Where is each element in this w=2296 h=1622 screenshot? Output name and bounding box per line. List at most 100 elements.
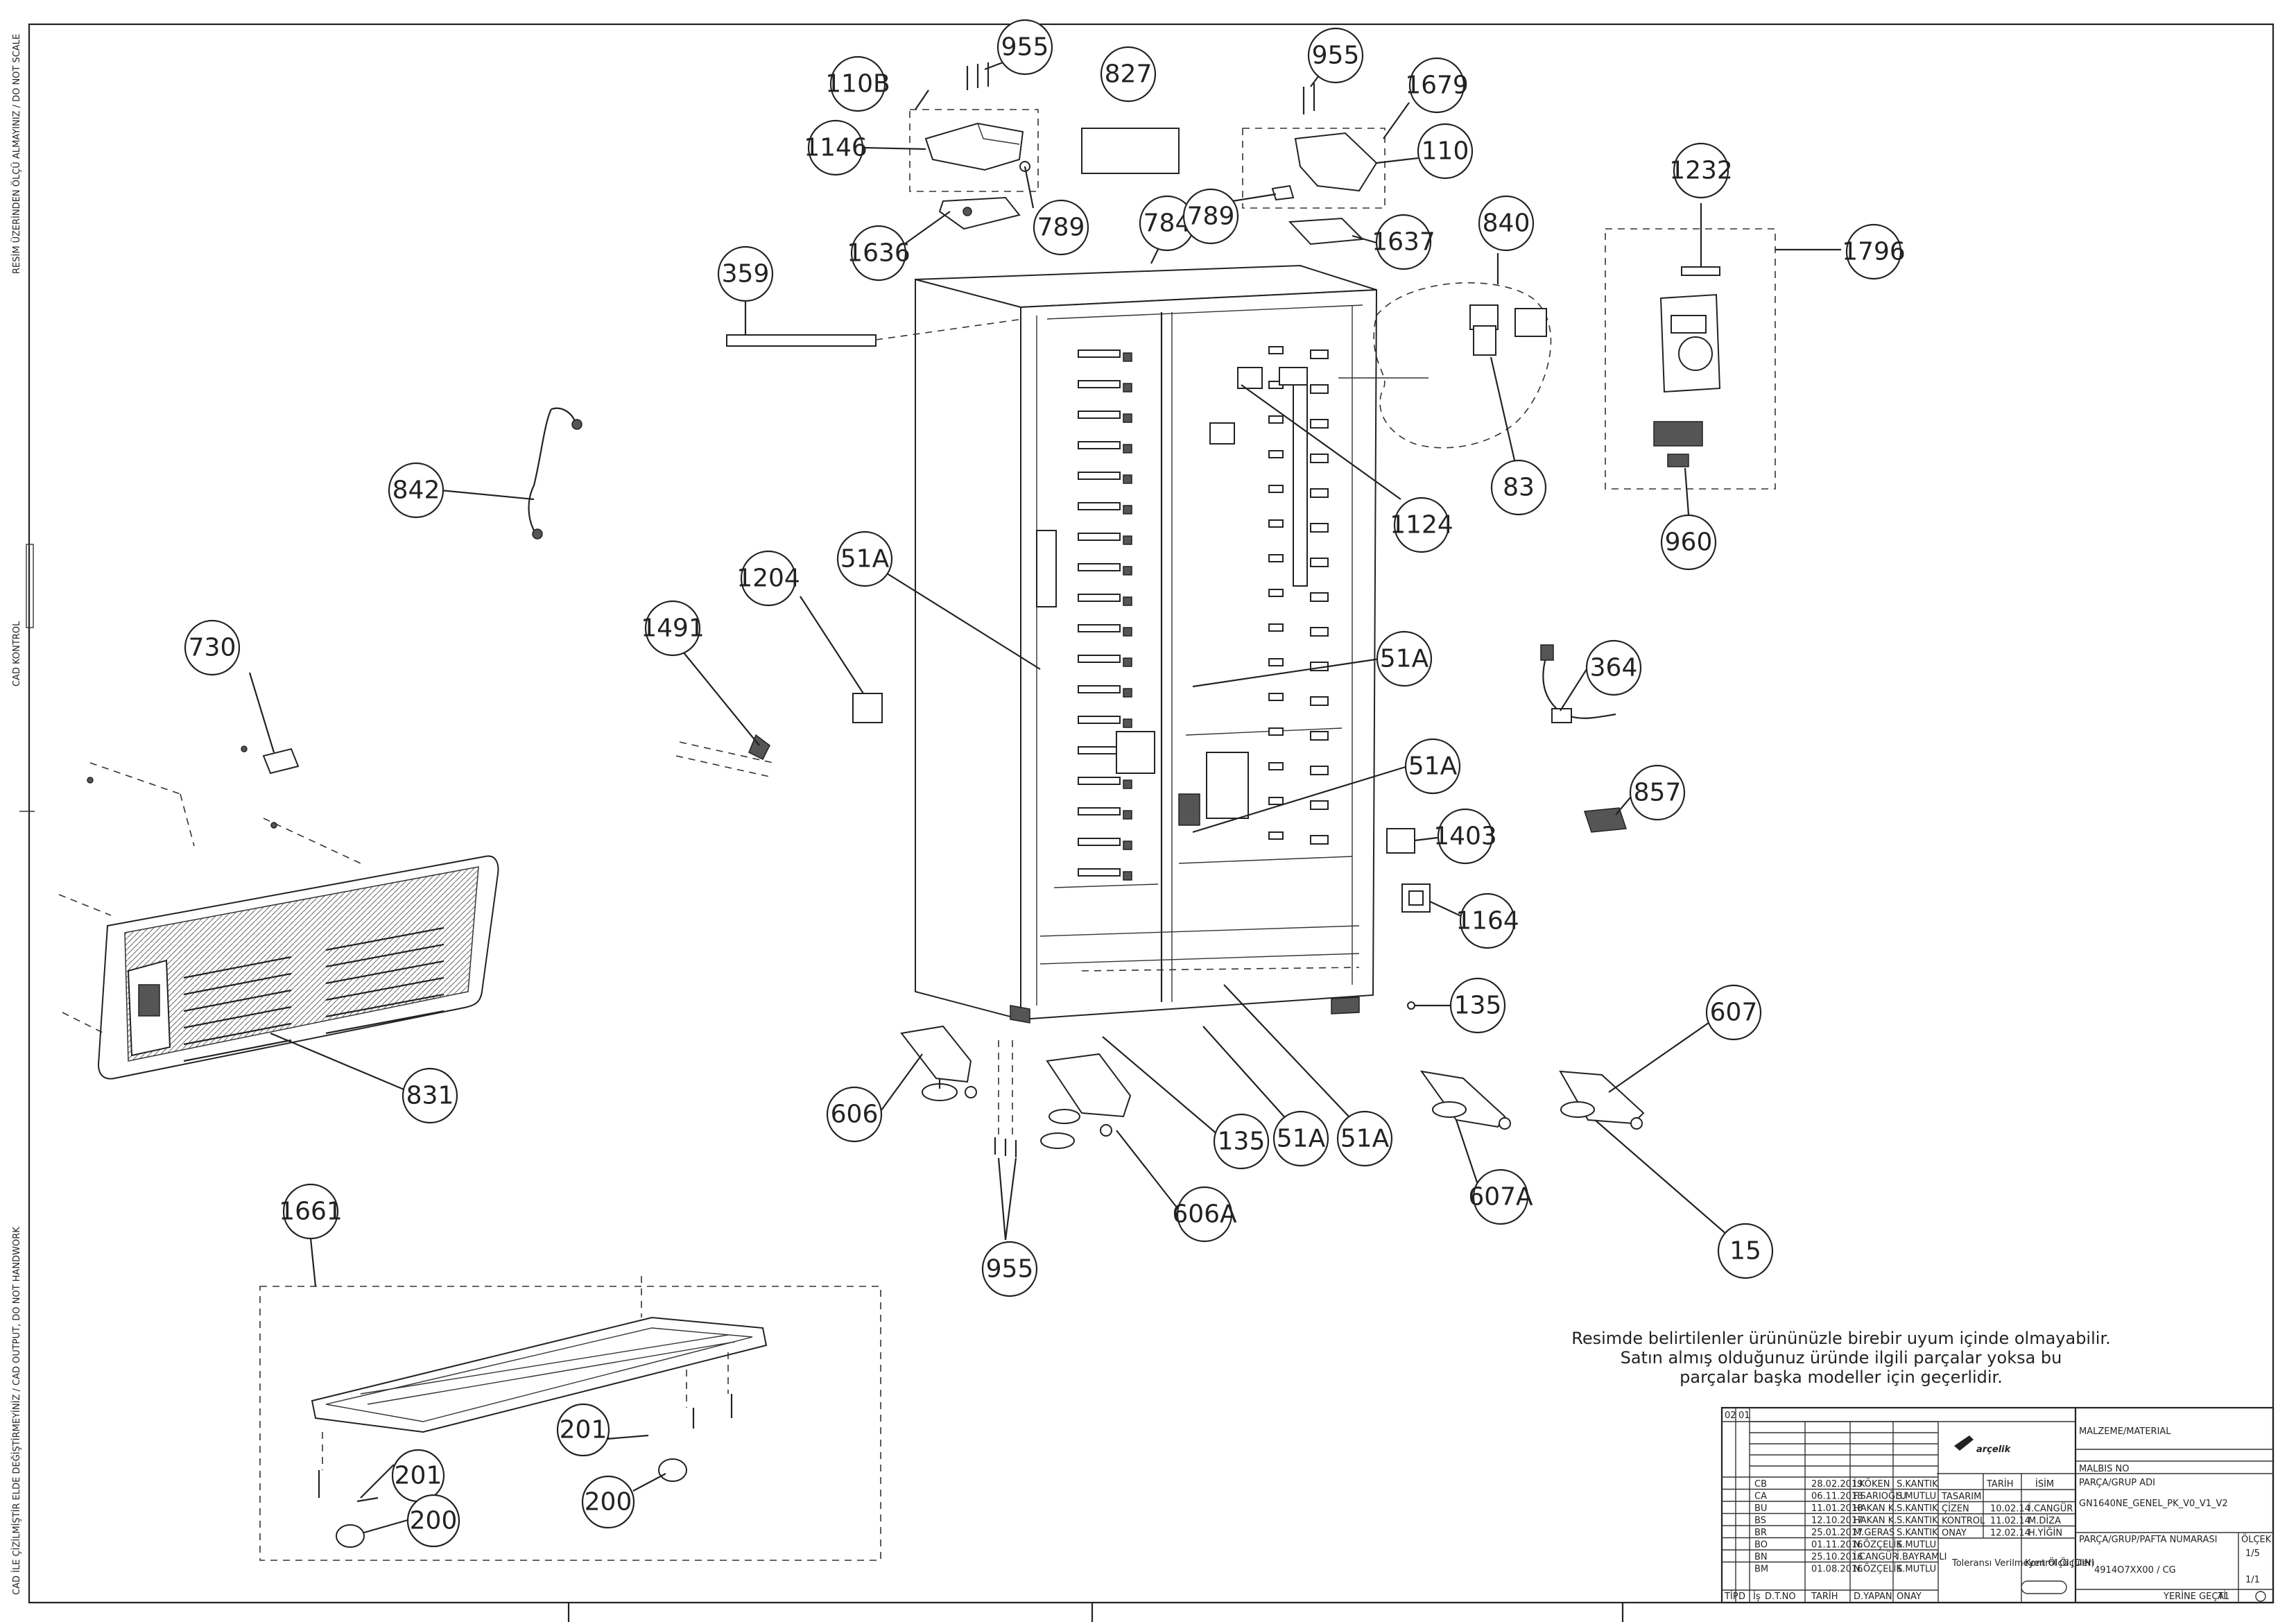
svg-text:842: 842 [392, 476, 440, 505]
svg-text:1124: 1124 [1390, 511, 1453, 540]
revision-by: S.MUTLU [1897, 1540, 1936, 1551]
sensor-cable-364 [1540, 644, 1616, 723]
revision-by: S.KANTIK [1897, 1528, 1938, 1538]
callout-15: 15 [1717, 1223, 1774, 1279]
svg-text:01: 01 [1738, 1410, 1750, 1421]
shelf-clip-tab [1123, 627, 1132, 637]
callout-83: 83 [1490, 459, 1547, 516]
shelf-clip-tab [1123, 810, 1132, 820]
cover-rib [325, 926, 444, 951]
revision-code: BO [1754, 1540, 1768, 1551]
svg-text:1/1: 1/1 [2245, 1575, 2260, 1585]
back-cover-831 [58, 762, 499, 1080]
footer-cell: ONAY [1897, 1591, 1922, 1602]
svg-text:MALZEME/MATERIAL: MALZEME/MATERIAL [2079, 1426, 2171, 1437]
label-1403 [1386, 828, 1415, 854]
cover-rib [183, 1022, 292, 1046]
shelf-clip [1268, 831, 1284, 840]
sign-date: 11.02.14 [1990, 1516, 2030, 1526]
svg-text:PARÇA/GRUP/PAFTA NUMARASI: PARÇA/GRUP/PAFTA NUMARASI [2079, 1535, 2217, 1545]
control-note: Kontrol Ölçüleri [2025, 1557, 2094, 1569]
callout-359: 359 [717, 245, 774, 302]
svg-text:1679: 1679 [1405, 71, 1469, 100]
revision-by: S.KANTIK [1897, 1503, 1938, 1514]
svg-text:1164: 1164 [1456, 907, 1519, 935]
sign-role: ÇİZEN [1942, 1503, 1969, 1515]
wire-harness-842 [528, 407, 582, 540]
callout-606: 606 [826, 1086, 883, 1143]
revision-code: CA [1754, 1492, 1767, 1502]
callout-789-left: 789 [1033, 199, 1089, 256]
callout-607: 607 [1705, 984, 1762, 1041]
svg-text:A1: A1 [2218, 1591, 2229, 1602]
svg-text:MALBIS NO: MALBIS NO [2079, 1464, 2129, 1474]
svg-text:1204: 1204 [736, 564, 800, 593]
svg-text:51A: 51A [1340, 1125, 1390, 1153]
revision-name: N.ÖZÇELİK [1854, 1563, 1902, 1575]
sign-name: H.YİĞİN [2028, 1528, 2062, 1539]
shelf-clip-tab [1123, 779, 1132, 789]
callout-1796: 1796 [1842, 223, 1906, 280]
revision-code: CB [1754, 1479, 1767, 1490]
svg-text:1146: 1146 [804, 134, 868, 162]
cover-rib [325, 993, 444, 1018]
svg-text:02: 02 [1725, 1410, 1736, 1421]
shelf-clip-tab [1123, 535, 1132, 545]
shelf-clip [1310, 558, 1329, 567]
shelf-clip [1078, 807, 1121, 816]
sign-header-name: İSİM [2035, 1478, 2054, 1490]
callout-1637: 1637 [1372, 214, 1435, 270]
svg-text:606A: 606A [1172, 1200, 1237, 1229]
shelf-clip [1310, 835, 1329, 845]
shelf-clip [1078, 655, 1121, 663]
shelf-clip-tab [1123, 383, 1132, 392]
top-right-hinge-assembly [1242, 83, 1386, 245]
shelf-clip [1310, 454, 1329, 463]
refrigerator-cabinet [915, 264, 1378, 1024]
shelf-clip [1310, 592, 1329, 602]
sign-role: KONTROL [1942, 1516, 1985, 1526]
shelf-clip [1078, 411, 1121, 419]
callout-955-top-right: 955 [1307, 27, 1364, 84]
callout-51A-bottom-right: 51A [1336, 1110, 1393, 1167]
shelf-clip [1268, 658, 1284, 666]
callout-200-left: 200 [406, 1494, 460, 1548]
svg-text:4914O7XX00 / CG: 4914O7XX00 / CG [2094, 1565, 2176, 1576]
shelf-clip-tab [1123, 871, 1132, 881]
callout-1636: 1636 [847, 225, 910, 282]
shelf-clip-tab [1123, 444, 1132, 454]
screws-955-bottom [994, 1040, 1017, 1157]
revision-by: S.KANTIK [1897, 1479, 1938, 1490]
footer-cell: D.T.NO [1765, 1591, 1796, 1602]
shelf-clip [1268, 693, 1284, 701]
shelf-clip [1078, 472, 1121, 480]
side-note-bottom: CAD İLE ÇİZİLMİŞTİR ELDE DEĞİŞTİRMEYİNİZ… [11, 1227, 22, 1595]
svg-text:364: 364 [1590, 654, 1638, 682]
cover-rib [183, 956, 292, 979]
callout-135-right: 135 [1449, 977, 1506, 1034]
sign-role: ONAY [1942, 1528, 1967, 1539]
shelf-clip [1078, 533, 1121, 541]
callout-606A: 606A [1172, 1186, 1237, 1243]
shelf-clip-tab [1123, 840, 1132, 850]
footer-cell: D.YAPAN [1854, 1591, 1892, 1602]
side-note-top: RESİM ÜZERİNDEN ÖLÇÜ ALMAYINIZ / DO NOT … [10, 34, 22, 274]
shelf-clip [1268, 762, 1284, 770]
svg-text:parçalar başka modeller için g: parçalar başka modeller için geçerlidir. [1680, 1368, 2003, 1387]
revision-name: M.GERAS [1854, 1528, 1894, 1538]
svg-text:YERİNE GEÇTİ: YERİNE GEÇTİ [2163, 1591, 2226, 1602]
cover-rib [183, 1039, 292, 1062]
shelf-clip [1268, 519, 1284, 528]
svg-text:GN1640NE_GENEL_PK_V0_V1_V2: GN1640NE_GENEL_PK_V0_V1_V2 [2079, 1499, 2228, 1509]
strip-359 [726, 334, 877, 347]
svg-text:110: 110 [1422, 137, 1469, 166]
top-left-hinge-assembly [909, 62, 1039, 230]
shelf-clip [1078, 563, 1121, 571]
callout-1124: 1124 [1390, 497, 1453, 553]
shelf-clip [1078, 594, 1121, 602]
svg-text:857: 857 [1634, 779, 1682, 807]
callout-827: 827 [1100, 46, 1157, 103]
shelf-clip [1268, 797, 1284, 805]
shelf-clip [1078, 868, 1121, 877]
svg-text:607: 607 [1710, 999, 1758, 1027]
